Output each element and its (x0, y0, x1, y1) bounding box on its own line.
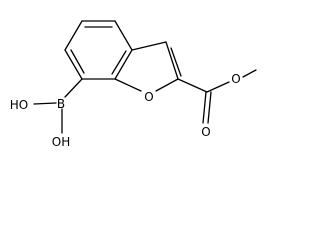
bond-c3-c2 (165, 41, 179, 80)
ester-group (177, 69, 257, 124)
bond-c4-c3a (114, 20, 133, 51)
bond-c7-c6 (64, 49, 83, 80)
double-bond-c3-c2 (170, 47, 182, 77)
molecule-drawing: O O O B HO OH (10, 20, 257, 149)
atom-label-oxygen-ring: O (144, 90, 153, 104)
boronic-acid-group (33, 78, 83, 134)
benzene-ring (64, 20, 133, 80)
bond-c7-boron (64, 78, 83, 98)
atom-label-hydroxyl-lower: OH (52, 135, 70, 149)
atom-label-oxygen-carbonyl: O (201, 125, 210, 139)
atom-label-hydroxyl-upper: HO (10, 98, 28, 112)
double-bond-inner-left (70, 49, 85, 74)
atom-label-boron: B (57, 97, 65, 111)
double-bond-inner-right (111, 50, 127, 75)
bond-carbonyl-ester-o (206, 81, 230, 93)
bond-o1-c7a (114, 78, 142, 92)
bond-c3a-c7a (114, 49, 133, 80)
bond-ester-o-methyl (242, 69, 257, 78)
bond-carbonyl-o-b (207, 91, 212, 124)
bond-carbonyl-o-a (202, 91, 207, 124)
structure-diagram: O O O B HO OH (10, 20, 257, 149)
bond-c6-c5 (64, 20, 83, 51)
bond-c3a-c3 (131, 41, 167, 51)
atom-label-oxygen-ester: O (231, 72, 240, 86)
bond-boron-oh-upper (33, 102, 57, 105)
bond-c2-carbonyl (177, 78, 208, 93)
bond-c2-o1 (155, 78, 179, 92)
furan-ring (114, 41, 182, 92)
